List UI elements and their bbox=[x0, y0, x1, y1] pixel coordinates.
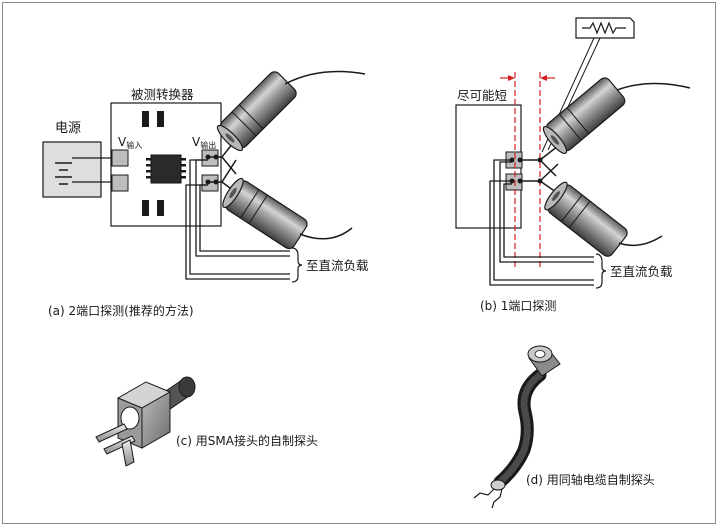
caption-c: (c) 用SMA接头的自制探头 bbox=[176, 433, 318, 448]
resistor-icon bbox=[582, 21, 626, 35]
load-wires-b bbox=[489, 159, 607, 289]
resistor-callout bbox=[541, 17, 635, 153]
converter-board bbox=[110, 102, 222, 227]
vout-label: V输出 bbox=[192, 135, 216, 150]
probe-upper-b bbox=[539, 74, 691, 157]
probe-upper-a bbox=[213, 68, 366, 155]
sma-connector-icon bbox=[95, 376, 196, 467]
battery-icon bbox=[55, 162, 72, 185]
coax-cable-icon bbox=[473, 345, 561, 509]
probe-tips-a bbox=[205, 142, 237, 192]
load-label-a: 至直流负载 bbox=[306, 258, 369, 273]
probe-tips-b bbox=[509, 145, 559, 193]
probe-lower-a bbox=[218, 175, 353, 252]
panel-d: (d) 用同轴电缆自制探头 bbox=[473, 345, 655, 509]
panel-c: (c) 用SMA接头的自制探头 bbox=[95, 376, 318, 467]
source-label: 电源 bbox=[55, 121, 81, 136]
caption-a: (a) 2端口探测(推荐的方法) bbox=[48, 303, 194, 318]
vin-label: V输入 bbox=[118, 135, 142, 150]
panel-a: 电源 被测转换器 bbox=[42, 68, 369, 318]
probe-lower-b bbox=[540, 178, 663, 260]
power-source-box bbox=[42, 141, 112, 198]
load-wires-a bbox=[185, 159, 303, 283]
caption-d: (d) 用同轴电缆自制探头 bbox=[526, 472, 655, 487]
short-label: 尽可能短 bbox=[457, 88, 507, 103]
converter-label: 被测转换器 bbox=[131, 87, 194, 102]
converter-board-b bbox=[455, 104, 523, 229]
caption-b: (b) 1端口探测 bbox=[480, 299, 556, 313]
dimension-lines bbox=[500, 72, 555, 268]
panel-b: 尽可能短 bbox=[455, 17, 691, 313]
ic-chip-icon bbox=[146, 154, 186, 184]
load-label-b: 至直流负载 bbox=[610, 264, 673, 279]
